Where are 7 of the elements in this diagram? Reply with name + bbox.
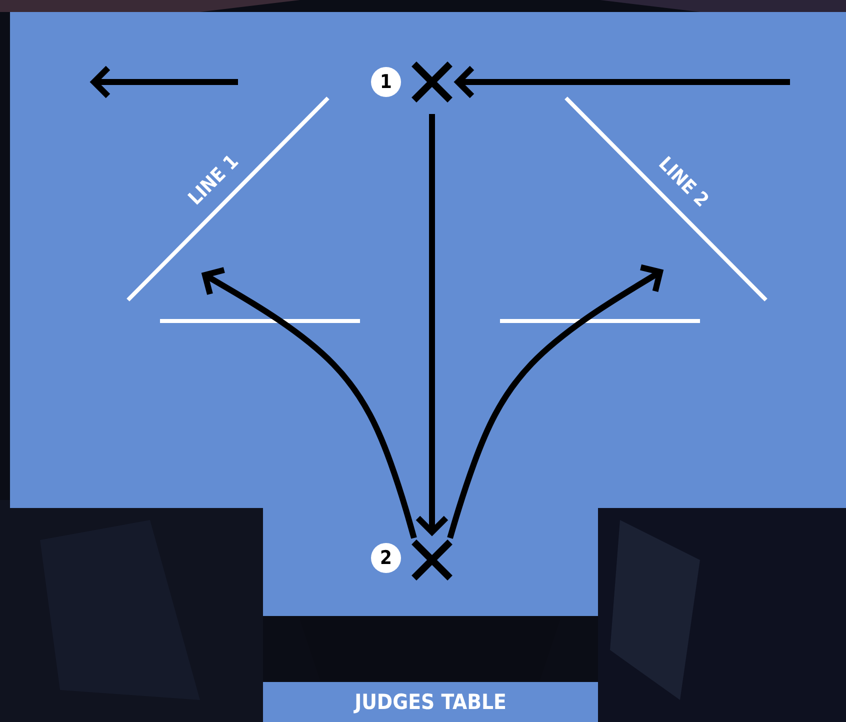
x-mark: [410, 538, 454, 582]
arrow: [415, 114, 449, 535]
arrow: [202, 267, 417, 539]
arrow: [455, 65, 790, 99]
x-mark: [410, 60, 454, 104]
arrow: [447, 264, 663, 539]
judges-table: JUDGES TABLE: [263, 682, 598, 722]
